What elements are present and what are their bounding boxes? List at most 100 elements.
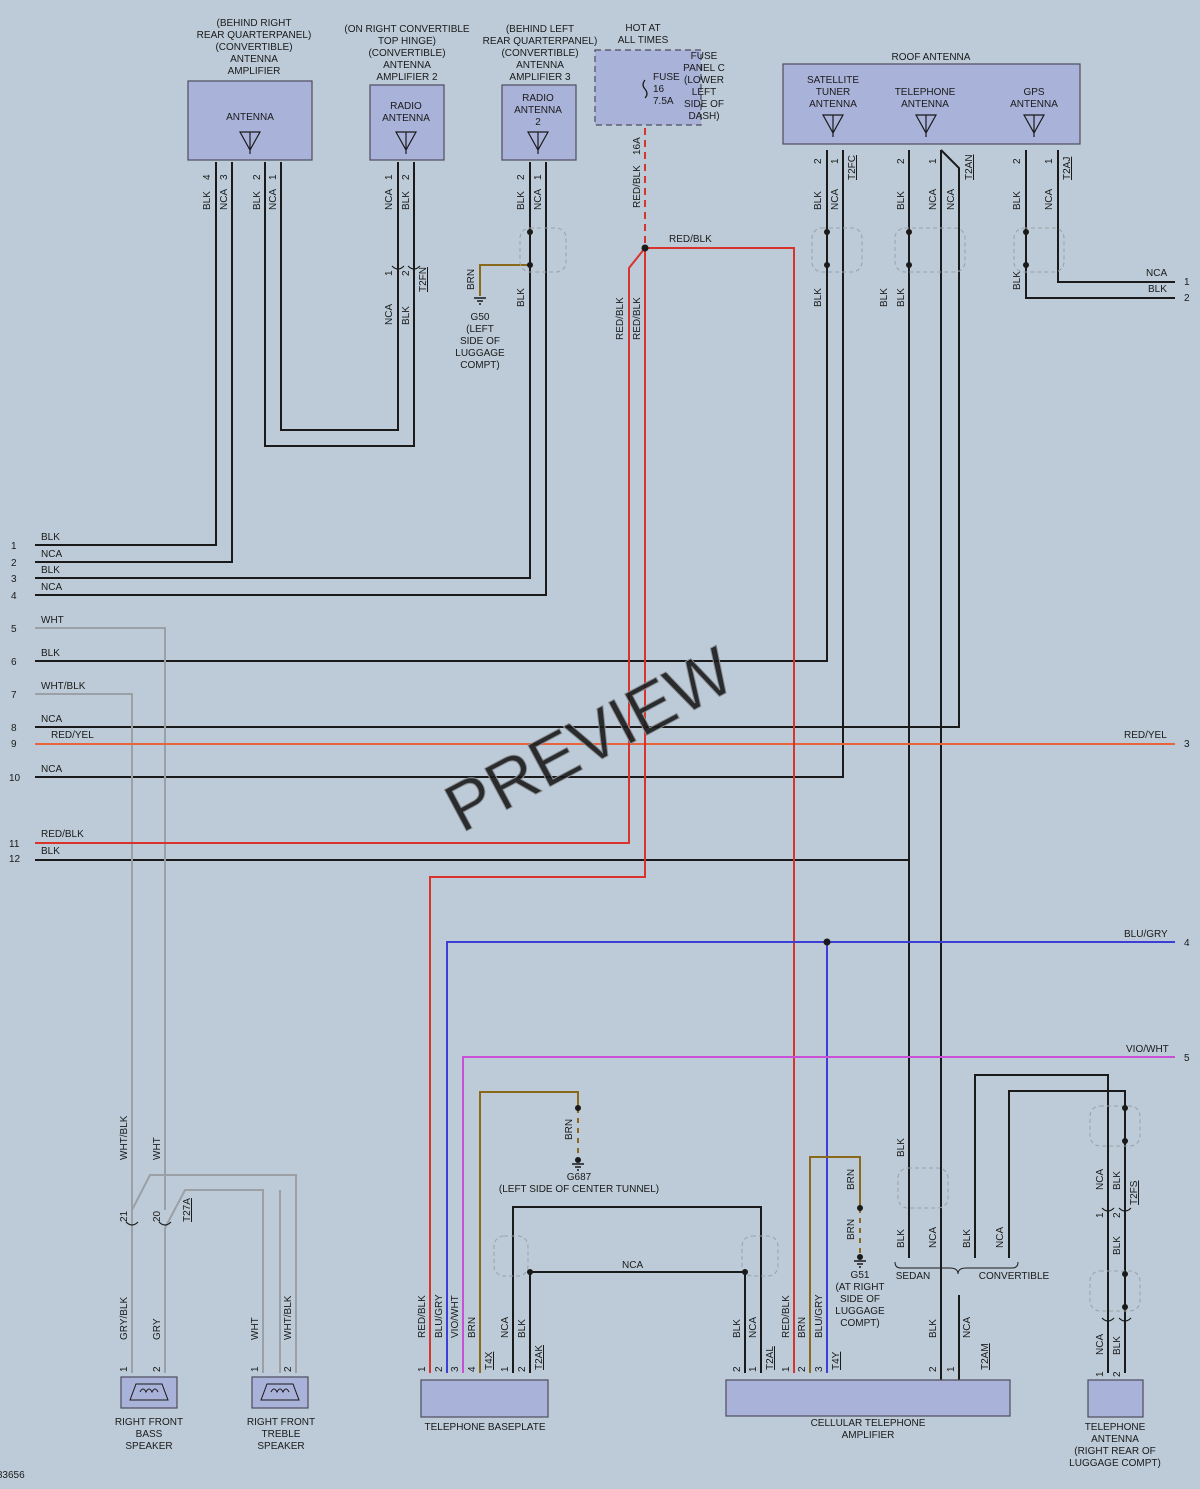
wire-left-12-blk bbox=[35, 150, 910, 861]
vlabel-bass-1: GRY bbox=[152, 1318, 163, 1340]
pin-amp1-0: 4 bbox=[202, 174, 213, 180]
vlabel-g51-0: BRN bbox=[846, 1169, 857, 1190]
left-color-6: BLK bbox=[41, 648, 60, 659]
convertible-label: CONVERTIBLE bbox=[979, 1271, 1050, 1282]
pin-base-3: 4 bbox=[467, 1366, 478, 1372]
g687-caption: G687(LEFT SIDE OF CENTER TUNNEL) bbox=[499, 1172, 659, 1195]
wire-right-1-nca bbox=[1057, 150, 1175, 283]
antenna-label: ANTENNA bbox=[226, 112, 274, 123]
vlabel-amp1-3: NCA bbox=[268, 189, 279, 210]
connector-T2AK: T2AK bbox=[534, 1345, 545, 1370]
vlabel-base-3: BRN bbox=[467, 1317, 478, 1338]
left-color-5: WHT bbox=[41, 615, 64, 626]
radio-antenna-2-icon bbox=[526, 131, 550, 154]
vlabel-sedan-mid: BLK bbox=[896, 1138, 907, 1157]
vlabel-sat-blk: BLK bbox=[813, 288, 824, 307]
vlabel-amp2-1: BLK bbox=[401, 191, 412, 210]
pin-amp1-1: 3 bbox=[219, 174, 230, 180]
left-num-5: 5 bbox=[11, 624, 17, 635]
vlabel-base-1: BLU/GRY bbox=[434, 1294, 445, 1338]
treble-speaker-icon bbox=[260, 1383, 300, 1401]
telephone-baseplate-caption: TELEPHONE BASEPLATE bbox=[425, 1422, 546, 1433]
fuse-terminal: 16A bbox=[632, 137, 643, 155]
pin-amp2-1: 2 bbox=[401, 174, 412, 180]
left-num-7: 7 bbox=[11, 690, 17, 701]
cellular-amplifier-box bbox=[725, 1379, 1011, 1417]
pin-spk-0: 21 bbox=[119, 1210, 130, 1222]
vlabel-tel-2: NCA bbox=[946, 189, 957, 210]
wire-g51-brn bbox=[809, 1156, 861, 1373]
pin-base-2: 3 bbox=[450, 1366, 461, 1372]
pin-base-4: 1 bbox=[500, 1366, 511, 1372]
radio-antenna-icon bbox=[394, 131, 418, 154]
pin-amp3-1: 1 bbox=[533, 174, 544, 180]
pin-base-0: 1 bbox=[417, 1366, 428, 1372]
pin-sat-1: 1 bbox=[830, 158, 841, 164]
left-num-11: 11 bbox=[9, 839, 20, 850]
right-num-4: 4 bbox=[1184, 938, 1190, 949]
vlabel-gps-1: NCA bbox=[1044, 189, 1055, 210]
pin-cell-4: 3 bbox=[814, 1366, 825, 1372]
vlabel-cell-right-0: RED/BLK bbox=[781, 1295, 792, 1338]
pin-amp2b-0: 1 bbox=[384, 270, 395, 276]
connector-T2FS: T2FS bbox=[1129, 1180, 1140, 1205]
pin-amp1-2: 2 bbox=[252, 174, 263, 180]
right-num-5: 5 bbox=[1184, 1053, 1190, 1064]
left-color-3: BLK bbox=[41, 565, 60, 576]
left-color-7: WHT/BLK bbox=[41, 681, 86, 692]
vlabel-cell-right-1: BRN bbox=[797, 1317, 808, 1338]
wire-left-8-nca bbox=[35, 149, 960, 728]
pin-amp2-0: 1 bbox=[384, 174, 395, 180]
vlabel-tel-1: NCA bbox=[928, 189, 939, 210]
right-color-1: NCA bbox=[1146, 268, 1167, 279]
vlabel-spk-1: WHT bbox=[152, 1137, 163, 1160]
connector-T2FN: T2FN bbox=[418, 267, 429, 292]
vlabel-base-4: NCA bbox=[500, 1317, 511, 1338]
bass-speaker-box bbox=[120, 1376, 178, 1409]
wire-left-4-nca bbox=[35, 162, 547, 596]
vlabel-base-2: VIO/WHT bbox=[450, 1295, 461, 1338]
wire-g687-brn bbox=[479, 1091, 579, 1373]
fuse-icon bbox=[642, 79, 648, 99]
wire-right-2-blk bbox=[1025, 150, 1175, 299]
telephone-baseplate-box bbox=[420, 1379, 549, 1418]
vlabel-cell-left-0: BLK bbox=[732, 1319, 743, 1338]
left-num-9: 9 bbox=[11, 739, 17, 750]
sedan-convertible-brace bbox=[894, 1261, 1019, 1275]
pin-tel-1: 1 bbox=[928, 158, 939, 164]
vlabel-tel-0: BLK bbox=[896, 191, 907, 210]
right-color-3: RED/YEL bbox=[1124, 730, 1167, 741]
left-num-3: 3 bbox=[11, 574, 17, 585]
pin-telant-3: 2 bbox=[1112, 1371, 1123, 1377]
vlabel-cellbot-1: NCA bbox=[962, 1317, 973, 1338]
vlabel-amp2b-0: NCA bbox=[384, 304, 395, 325]
vlabel-sat-1: NCA bbox=[830, 189, 841, 210]
connector-T2AJ: T2AJ bbox=[1062, 157, 1073, 180]
pin-cell-6: 1 bbox=[946, 1366, 957, 1372]
wire-left-6-blk bbox=[35, 150, 828, 662]
pin-treble-1: 2 bbox=[283, 1366, 294, 1372]
vlabel-amp2b-1: BLK bbox=[401, 306, 412, 325]
pin-treble-0: 1 bbox=[250, 1366, 261, 1372]
connector-T27A: T27A bbox=[182, 1198, 193, 1222]
wire-conv-blk bbox=[974, 1074, 1109, 1373]
connector-T2AL: T2AL bbox=[765, 1346, 776, 1370]
vlabel-redblk-0: RED/BLK bbox=[615, 297, 626, 340]
bass-speaker-icon bbox=[129, 1383, 169, 1401]
right-color-2: BLK bbox=[1148, 284, 1167, 295]
telephone-antenna-box bbox=[1087, 1379, 1144, 1418]
left-color-11: RED/BLK bbox=[41, 829, 84, 840]
redblk-hz-label: RED/BLK bbox=[669, 234, 712, 245]
wire-left-11-redblk bbox=[35, 247, 646, 844]
wire-left-7-whtblk bbox=[35, 693, 133, 1210]
vlabel-sedan-1: NCA bbox=[928, 1227, 939, 1248]
connector-T2FC: T2FC bbox=[847, 155, 858, 180]
left-color-10: NCA bbox=[41, 764, 62, 775]
